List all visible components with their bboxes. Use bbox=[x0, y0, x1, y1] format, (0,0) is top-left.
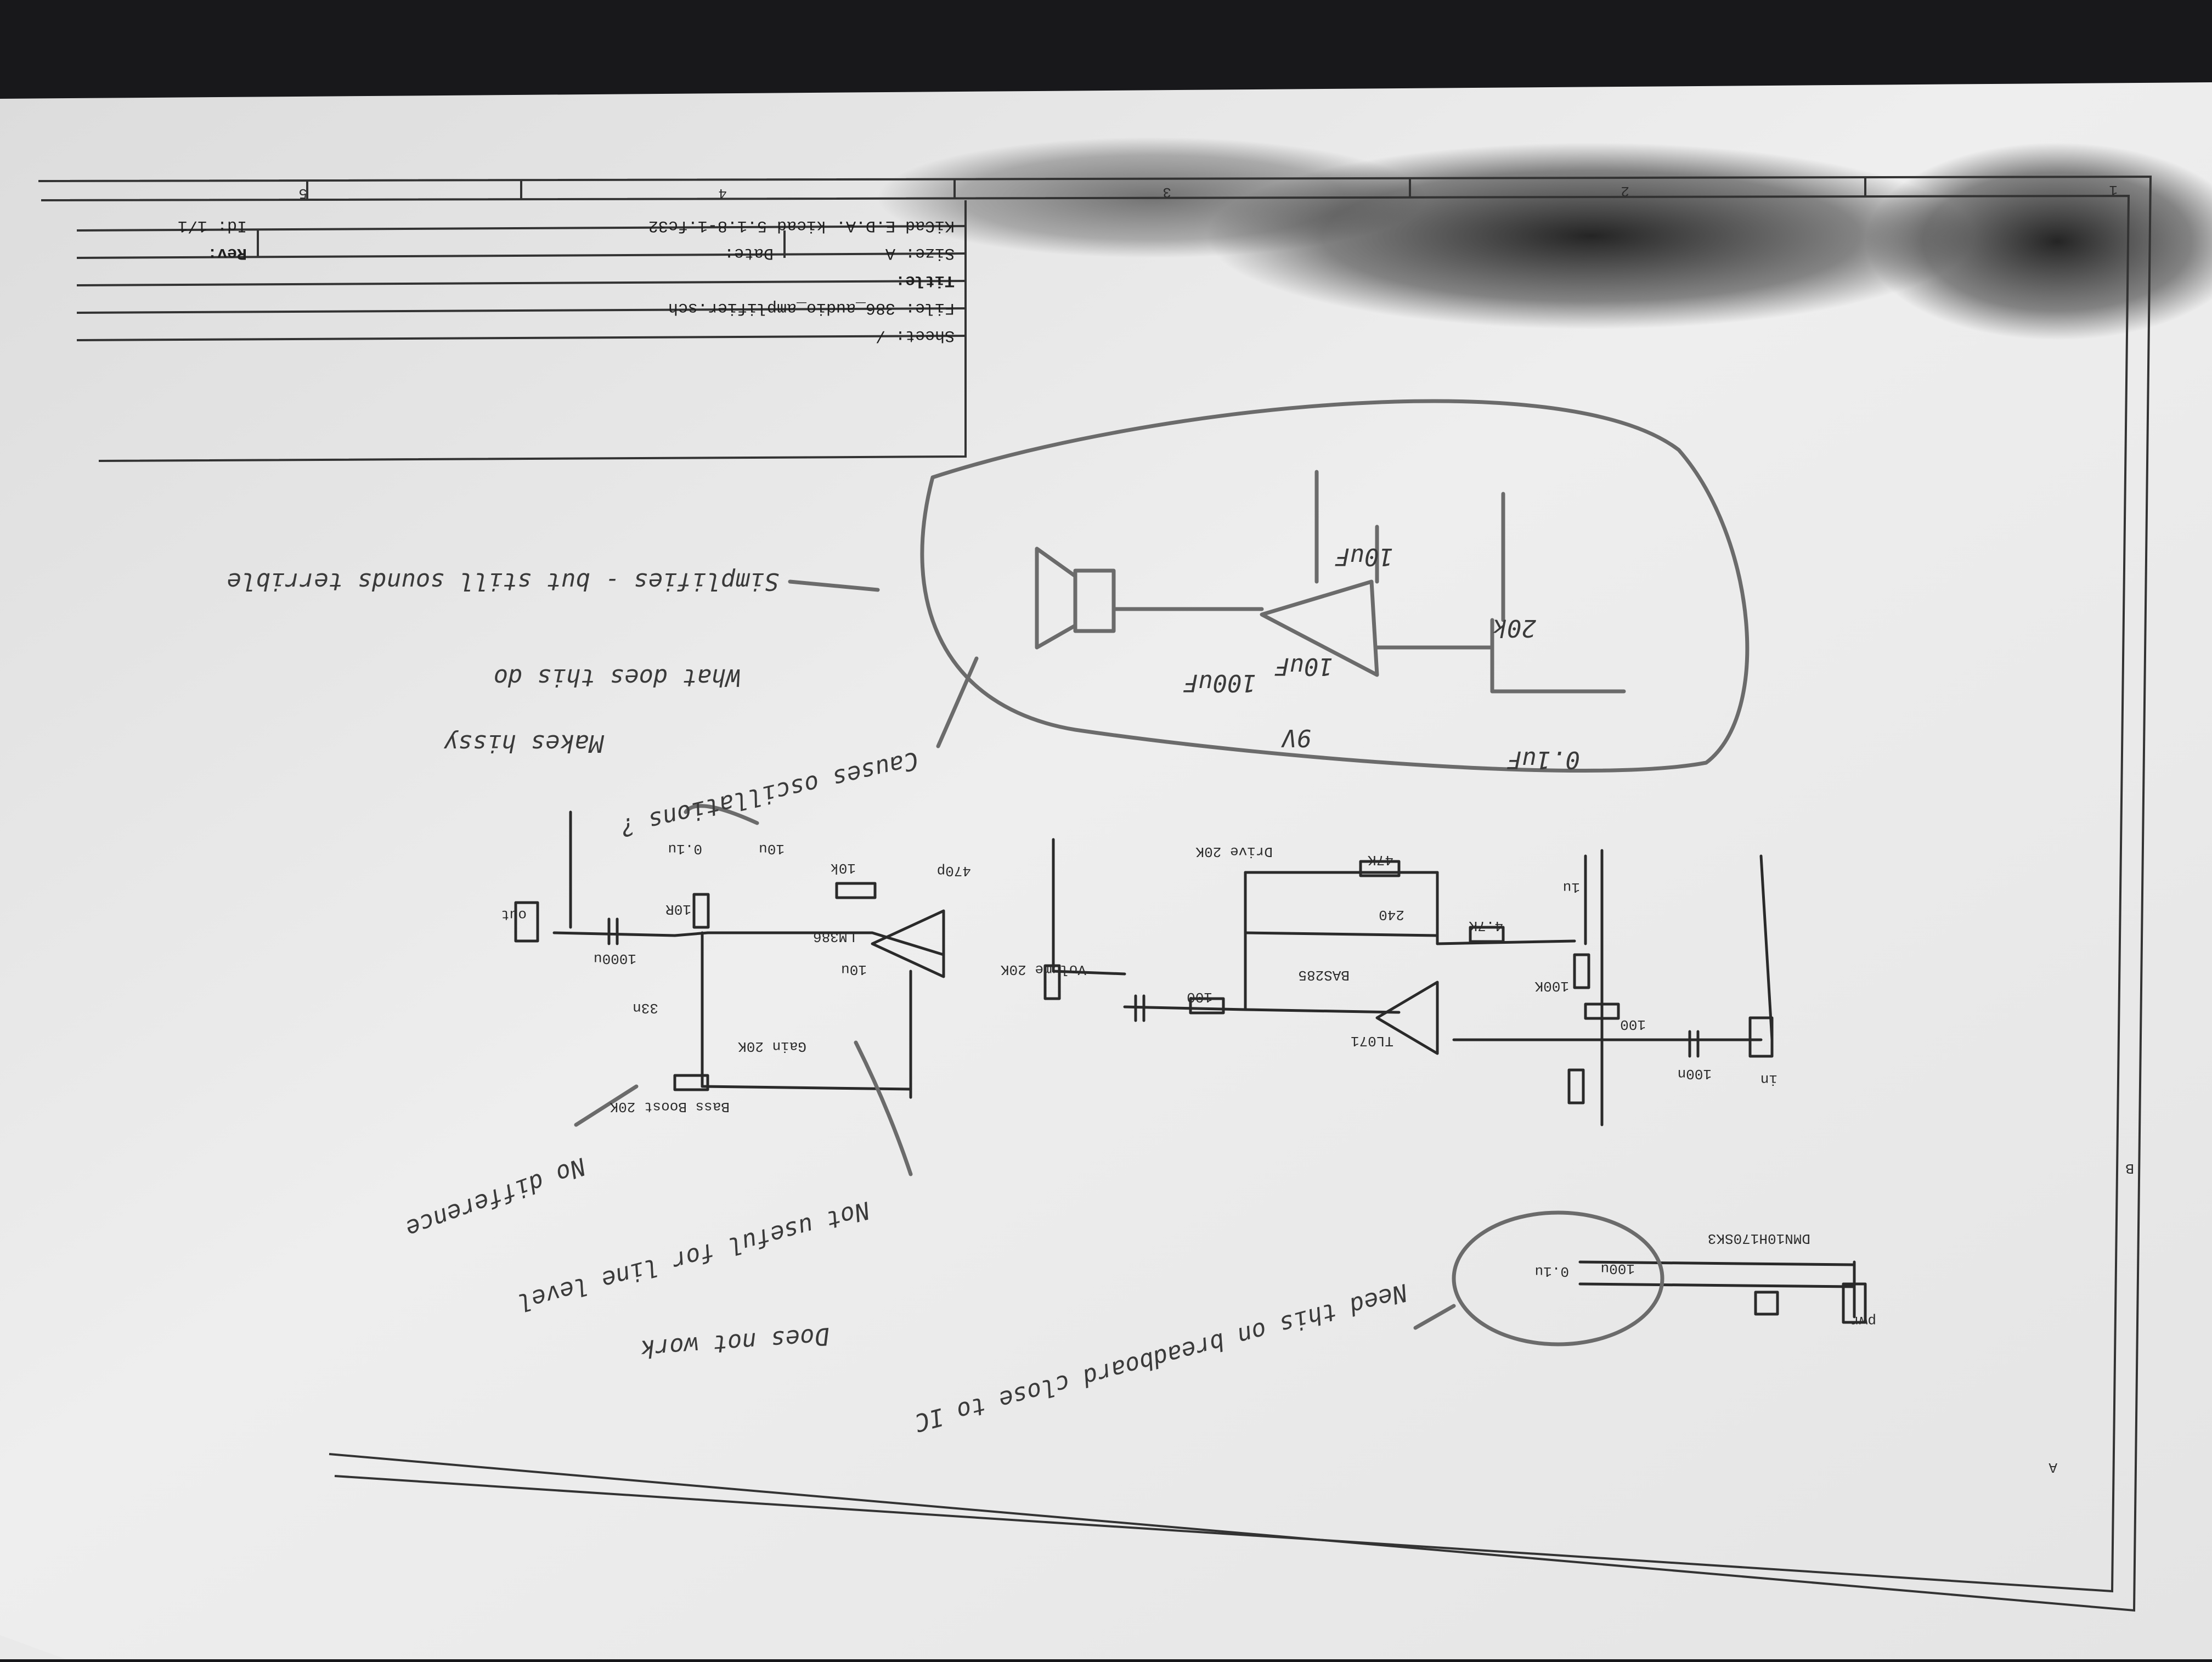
tl071-symbol bbox=[1375, 981, 1439, 1055]
r7-label: 100 bbox=[1187, 989, 1212, 1005]
sheet-label: Sheet: / bbox=[876, 326, 955, 345]
frame-mark-5: 5 bbox=[298, 185, 307, 201]
sketch-label-10uF: 10uF bbox=[1274, 652, 1333, 680]
title-label: Title: bbox=[895, 271, 955, 290]
c2-label: 470p bbox=[937, 863, 971, 879]
frame-mark-2: 2 bbox=[1621, 183, 1629, 199]
u1-label: LM386 bbox=[813, 928, 856, 945]
c5-label: 10u bbox=[759, 841, 785, 857]
note-makes-hissy: Makes hissy bbox=[443, 729, 605, 757]
frame-mark-b: B bbox=[2125, 1160, 2134, 1176]
title-block: Sheet: / File: 386_audio_amplifier.sch T… bbox=[76, 200, 967, 462]
sketch-label-10uF-b: 10uF bbox=[1335, 543, 1393, 571]
diode-label: BAS285 bbox=[1298, 967, 1350, 983]
frame-mark-1: 1 bbox=[2109, 182, 2118, 198]
rv2-label: Gain 20K bbox=[738, 1038, 806, 1055]
r-240-label: 240 bbox=[1379, 906, 1404, 923]
sketch-label-100uF: 100uF bbox=[1183, 669, 1256, 697]
frame-mark-3: 3 bbox=[1163, 184, 1171, 200]
rev-label: Rev: bbox=[207, 244, 247, 262]
rv3-label: Bass Boost 20K bbox=[610, 1098, 730, 1115]
hand-shadow-2 bbox=[1865, 143, 2212, 340]
c6-label: 0.1u bbox=[668, 841, 702, 857]
schematic-wiring bbox=[552, 810, 1856, 1319]
component-labels: LM386 TL071 pwr in out DMN10H170SK3 100u… bbox=[501, 841, 1876, 1329]
rv-drive-label: Drive 20K bbox=[1195, 843, 1273, 860]
c4-label: 10u bbox=[841, 961, 867, 978]
r1-label: 10k bbox=[830, 860, 856, 876]
pencil-sketch bbox=[574, 399, 1750, 1346]
c10-label: 1u bbox=[1563, 879, 1580, 895]
r6-label: 47K bbox=[1368, 852, 1393, 868]
c1-label: 100u bbox=[1601, 1260, 1635, 1277]
kicad-label: KiCad E.D.A. kicad 5.1.8-1.fc32 bbox=[648, 216, 955, 235]
note-simplifies: Simplifies - but still sounds terrible bbox=[227, 567, 779, 595]
r5-label: 4.7K bbox=[1469, 917, 1503, 934]
c8-label: 1000u bbox=[594, 950, 636, 967]
r4-label: 100K bbox=[1534, 978, 1569, 994]
c-input-label: 100n bbox=[1678, 1066, 1712, 1082]
schematic-components bbox=[514, 860, 1867, 1324]
sketch-label-0.1uF: 0.1uF bbox=[1506, 746, 1580, 774]
note-what-does-this-do: What does this do bbox=[494, 663, 741, 691]
size-label: Size: A bbox=[885, 244, 955, 262]
file-label: File: 386_audio_amplifier.sch bbox=[668, 298, 955, 317]
sketch-label-20k: 20k bbox=[1493, 614, 1536, 642]
lm386-symbol bbox=[871, 909, 945, 978]
date-label: Date: bbox=[724, 244, 774, 262]
j2-label: in bbox=[1760, 1071, 1778, 1088]
q1-label: DMN10H170SK3 bbox=[1708, 1230, 1810, 1247]
frame-mark-4: 4 bbox=[718, 185, 727, 201]
frame-mark-a: A bbox=[2049, 1459, 2057, 1475]
paper-sheet bbox=[0, 82, 2212, 1659]
u2-label: TL071 bbox=[1351, 1033, 1393, 1049]
rv1-label: Volume 20K bbox=[1001, 961, 1086, 978]
c7-label: 33n bbox=[633, 1000, 658, 1016]
r2-label: 10R bbox=[665, 901, 691, 917]
c3-label: 0.1u bbox=[1535, 1263, 1569, 1280]
sheet-frame: 5 4 3 2 1 B A bbox=[38, 175, 2152, 1612]
id-label: Id: 1/1 bbox=[178, 216, 247, 235]
j1-label: pwr bbox=[1850, 1312, 1876, 1329]
sketch-labels: 0.1uF 20k 100uF 10uF 10uF 9V bbox=[1183, 543, 1580, 774]
r3-label: 100 bbox=[1620, 1016, 1646, 1033]
sketch-label-9V: 9V bbox=[1281, 724, 1311, 752]
j3-label: out bbox=[501, 906, 527, 923]
